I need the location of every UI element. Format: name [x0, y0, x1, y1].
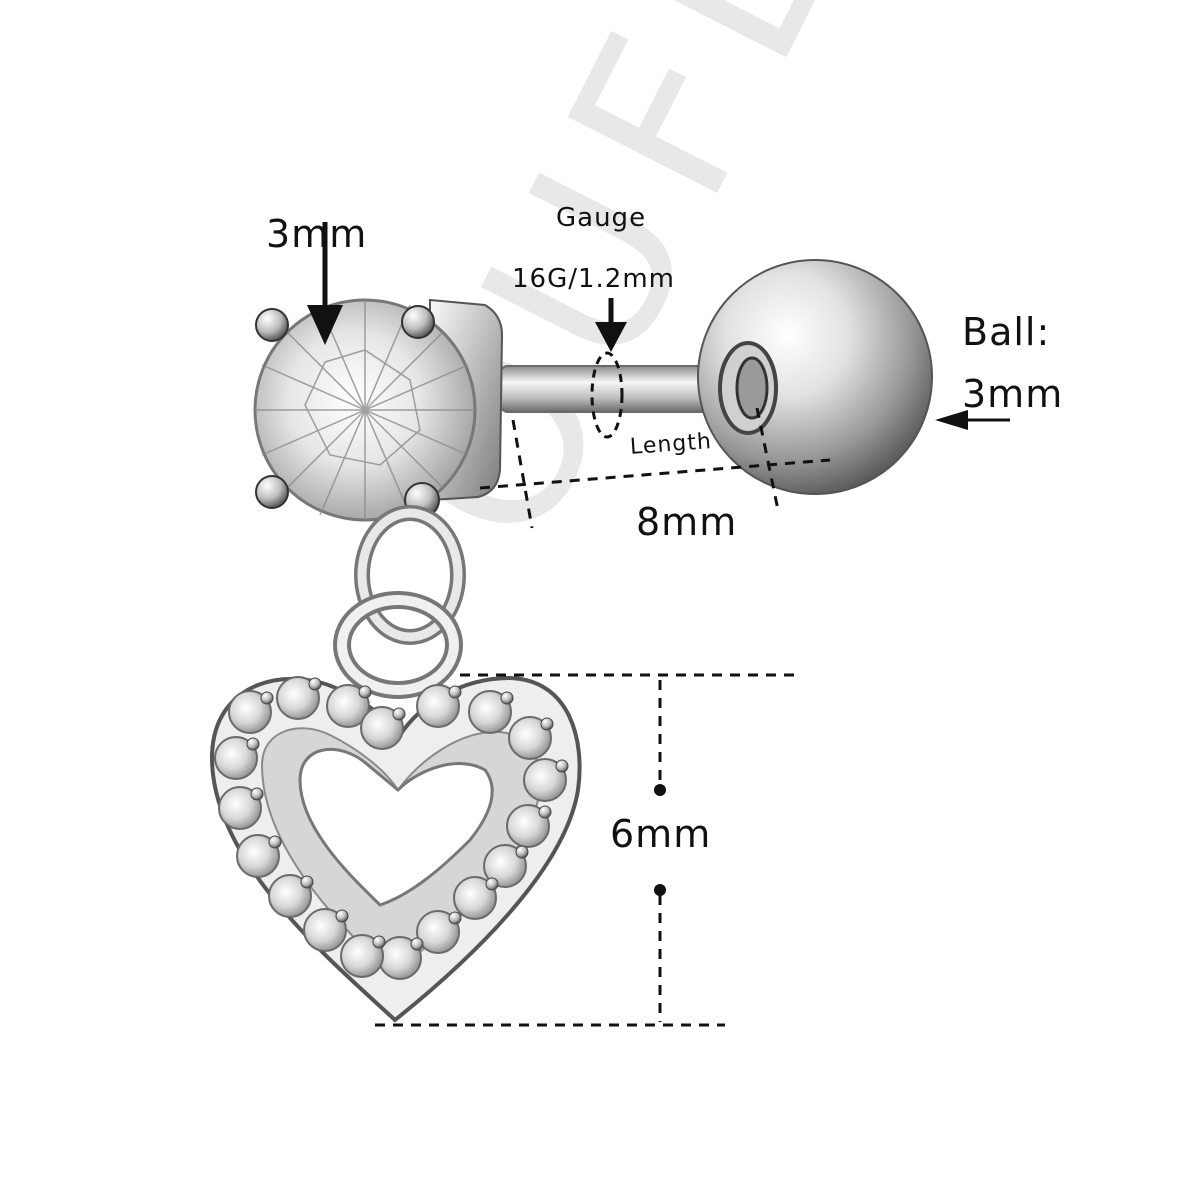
pave-stone [506, 804, 550, 848]
gauge-marker [590, 351, 624, 439]
pave-stones [214, 676, 569, 980]
ball-arrow [935, 410, 1010, 430]
gauge-title-label: Gauge [556, 203, 647, 233]
pave-stone [416, 910, 460, 954]
pave-prong [485, 877, 499, 891]
pave-prong [555, 759, 569, 773]
pave-stone [214, 736, 258, 780]
pave-stone [453, 876, 497, 920]
pave-stone [236, 834, 280, 878]
pave-prong [540, 717, 554, 731]
pave-stone [218, 786, 262, 830]
pave-prong [515, 845, 529, 859]
pave-stone [276, 676, 320, 720]
pave-prong [308, 677, 322, 691]
length-value-label: 8mm [636, 500, 738, 544]
pave-prong [246, 737, 260, 751]
ball-title-label: Ball: [962, 310, 1051, 354]
pave-prong [260, 691, 274, 705]
gauge-arrow [595, 298, 627, 352]
pave-prong [372, 935, 386, 949]
prong [401, 305, 435, 339]
prong [255, 475, 289, 509]
pave-stone [340, 934, 384, 978]
heart-cutout [298, 748, 494, 907]
stone-arrow [307, 222, 343, 345]
stone-size-label: 3mm [266, 212, 368, 256]
heart-pendant [209, 675, 582, 1023]
pave-prong [300, 875, 314, 889]
pave-prong [358, 685, 372, 699]
gauge-value-label: 16G/1.2mm [512, 264, 675, 294]
pave-stone [483, 844, 527, 888]
pave-prong [500, 691, 514, 705]
pave-prong [250, 787, 264, 801]
pave-prong [448, 685, 462, 699]
jump-ring [333, 505, 466, 699]
pave-stone [268, 874, 312, 918]
pave-stone [468, 690, 512, 734]
pave-stone [326, 684, 370, 728]
length-start-line [511, 419, 534, 529]
pave-prong [538, 805, 552, 819]
ball-end [697, 259, 933, 495]
length-baseline [479, 458, 831, 490]
pave-stone [416, 684, 460, 728]
pave-prong [410, 937, 424, 951]
pave-stone [523, 758, 567, 802]
prong [255, 308, 289, 342]
dimension-dot [654, 784, 666, 796]
pave-stone [360, 706, 404, 750]
pave-prong [335, 909, 349, 923]
pave-prong [268, 835, 282, 849]
pave-stone [303, 908, 347, 952]
pendant-size-label: 6mm [610, 812, 712, 856]
pave-prong [392, 707, 406, 721]
stud-setting [253, 298, 504, 522]
pave-stone [508, 716, 552, 760]
ball-size-label: 3mm [962, 372, 1064, 416]
pave-stone [228, 690, 272, 734]
pave-prong [448, 911, 462, 925]
dimension-dot [654, 884, 666, 896]
dimension-lines [375, 407, 831, 1027]
